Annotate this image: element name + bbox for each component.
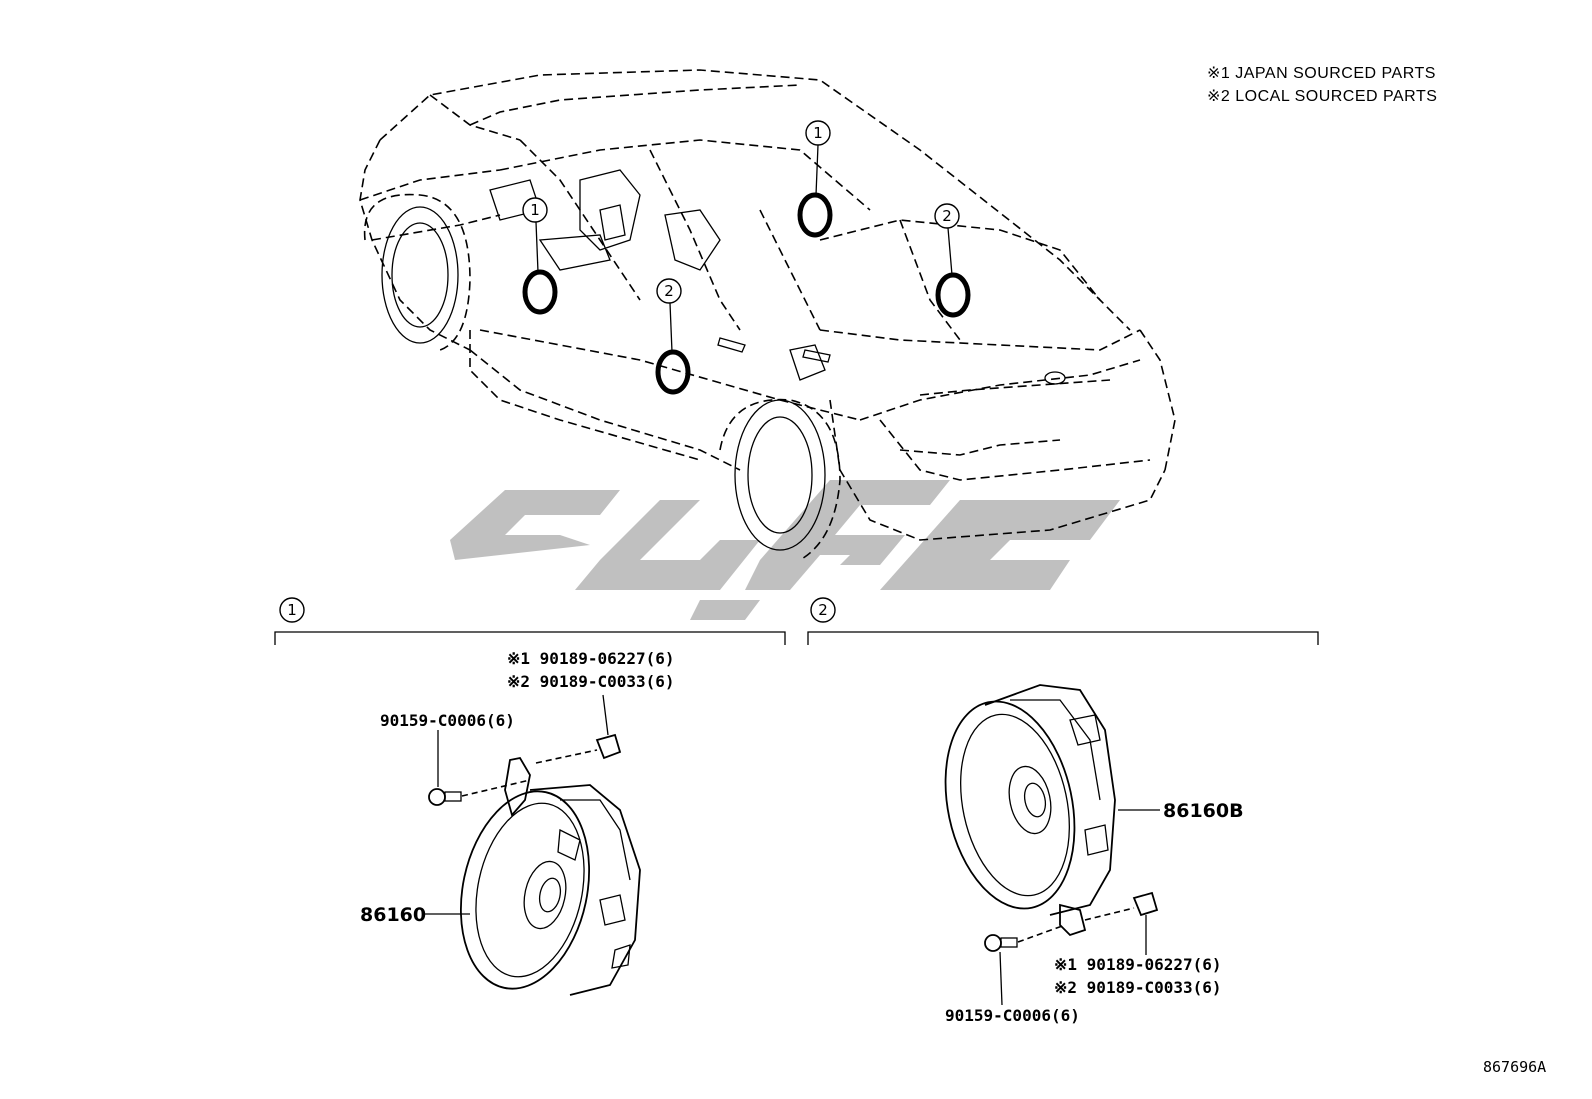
part-number-bolt-section-1: 90159-C0006(6): [380, 711, 515, 730]
section-1-header: 1: [274, 597, 786, 645]
part-number-speaker-86160b: 86160B: [1163, 800, 1244, 822]
clip-90189-section-1: [535, 694, 622, 764]
svg-text:2: 2: [942, 207, 952, 225]
bolt-90159-section-2: [984, 924, 1066, 1006]
callout-2-rear-right: 2: [934, 203, 960, 229]
legend-local-sourced: ※2 LOCAL SOURCED PARTS: [1207, 88, 1437, 105]
watermark-logo: [450, 480, 1120, 620]
speaker-86160b-illustration: [944, 684, 1116, 937]
diagram-reference-number: 867696A: [1483, 1058, 1546, 1076]
speaker-location-rear-left: [655, 349, 691, 395]
callout-leaders: [535, 144, 953, 353]
speaker-locations: [522, 192, 971, 395]
part-number-screw-japan-section-1: ※1 90189-06227(6): [507, 649, 675, 668]
svg-text:2: 2: [664, 282, 674, 300]
speaker-86160-illustration: [459, 756, 641, 996]
svg-text:2: 2: [818, 601, 828, 619]
speaker-location-front-left: [522, 269, 558, 315]
callout-1-front-right: 1: [805, 120, 831, 146]
part-number-screw-local-section-2: ※2 90189-C0033(6): [1054, 978, 1222, 997]
svg-text:1: 1: [813, 124, 823, 142]
part-number-screw-local-section-1: ※2 90189-C0033(6): [507, 672, 675, 691]
section-2-header: 2: [807, 597, 1319, 645]
vehicle-outline: [359, 69, 1176, 561]
part-number-screw-japan-section-2: ※1 90189-06227(6): [1054, 955, 1222, 974]
speaker-location-front-right: [797, 192, 833, 238]
legend-japan-sourced: ※1 JAPAN SOURCED PARTS: [1207, 65, 1436, 82]
speaker-location-rear-right: [935, 272, 971, 318]
bolt-90159-section-1: [428, 730, 531, 806]
callout-1-front-left: 1: [522, 197, 548, 223]
clip-90189-section-2: [1084, 891, 1159, 955]
svg-text:1: 1: [287, 601, 297, 619]
part-number-bolt-section-2: 90159-C0006(6): [945, 1006, 1080, 1025]
callout-2-rear-left: 2: [656, 278, 682, 304]
part-number-speaker-86160: 86160: [360, 904, 426, 926]
svg-text:1: 1: [530, 201, 540, 219]
